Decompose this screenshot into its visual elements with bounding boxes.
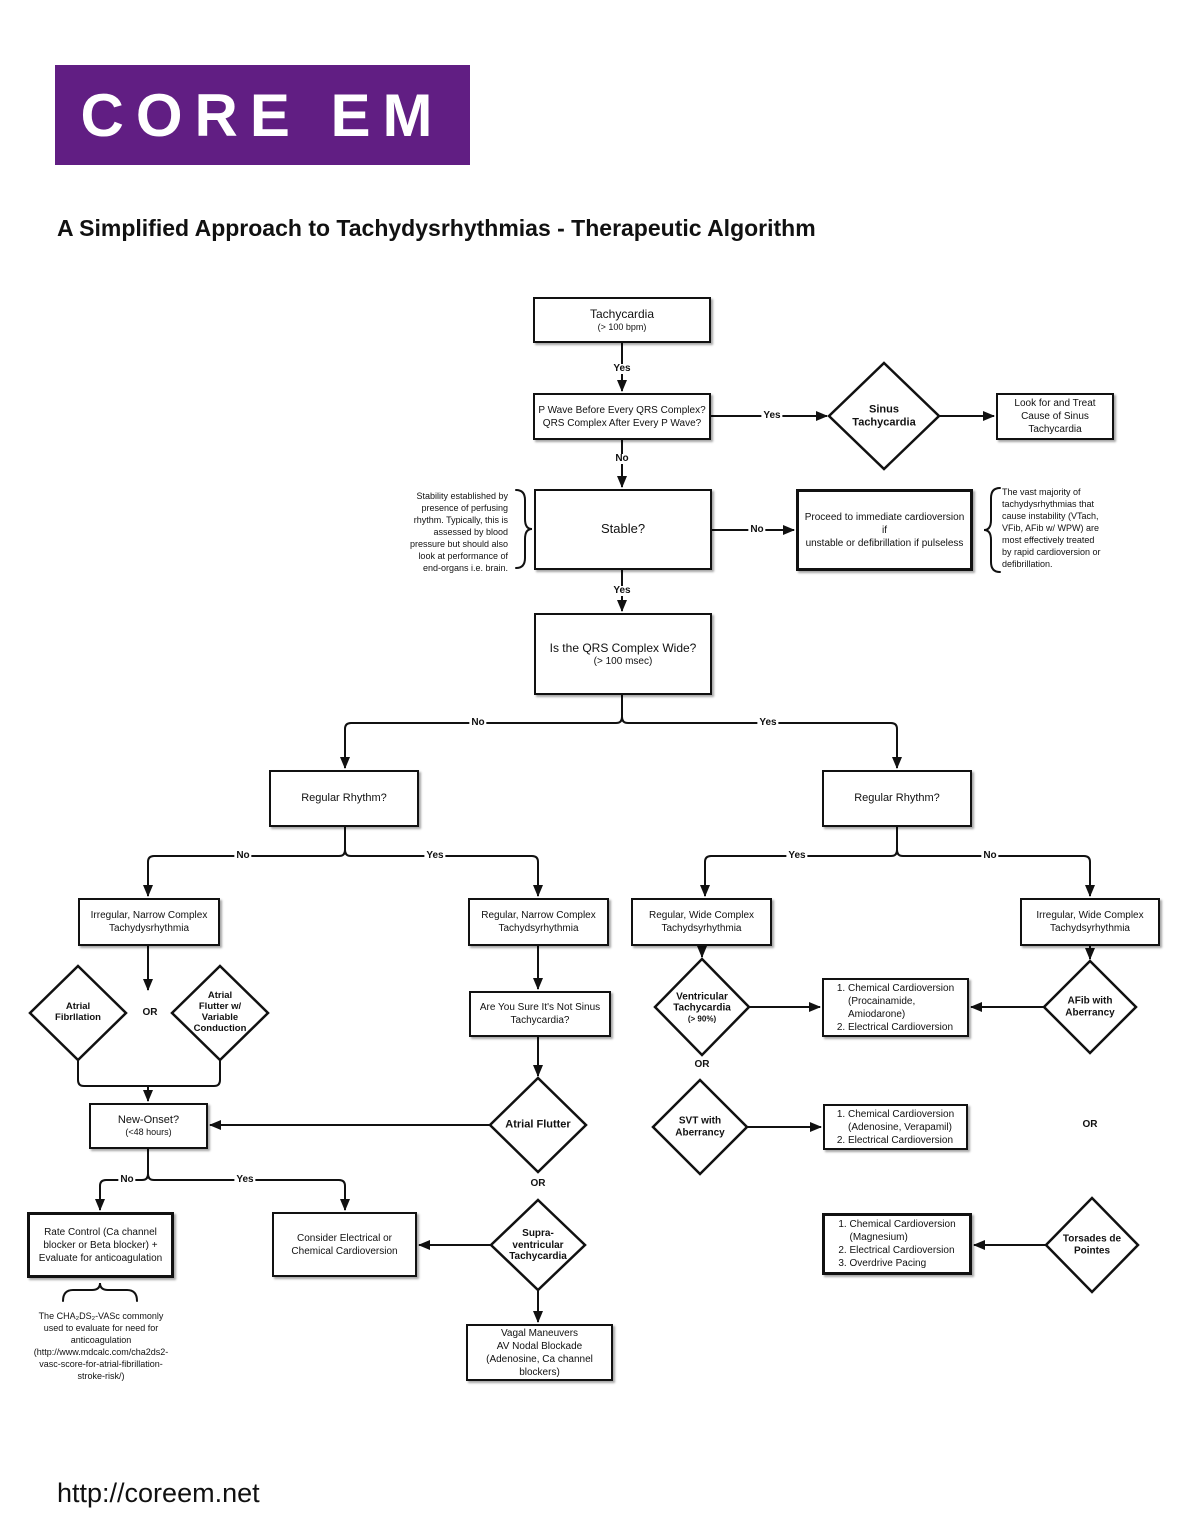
diamond-supraventricular-tachycardia: Supra- ventricular Tachycardia <box>509 1227 567 1262</box>
node-consider-cardioversion-text: Consider Electrical or Chemical Cardiove… <box>291 1232 398 1257</box>
node-proceed-cardioversion: Proceed to immediate cardioversion if un… <box>796 489 973 571</box>
node-stable-text: Stable? <box>600 521 646 537</box>
edge-label-no: No <box>118 1174 136 1185</box>
node-svt-treatment-text: 1. Chemical Cardioversion (Adenosine, Ve… <box>836 1108 955 1146</box>
edge-label-no: No <box>748 524 766 535</box>
edge-label-or: OR <box>1080 1119 1100 1130</box>
node-regular-narrow: Regular, Narrow Complex Tachydsyrhythmia <box>468 898 609 946</box>
footer-url: http://coreem.net <box>57 1478 260 1508</box>
node-pwave-text: P Wave Before Every QRS Complex? QRS Com… <box>538 404 706 429</box>
node-rate-control: Rate Control (Ca channel blocker or Beta… <box>27 1212 174 1278</box>
diamond-afib-aberrancy: AFib with Aberrancy <box>1065 995 1115 1019</box>
edge-label-no: No <box>234 850 252 861</box>
node-pwave-question: P Wave Before Every QRS Complex? QRS Com… <box>533 393 711 440</box>
node-regular-narrow-text: Regular, Narrow Complex Tachydsyrhythmia <box>481 910 596 934</box>
node-tachycardia-title: Tachycardia <box>589 307 655 322</box>
node-qrs-wide-sub: (> 100 msec) <box>593 655 653 667</box>
node-rate-control-text: Rate Control (Ca channel blocker or Beta… <box>38 1226 163 1264</box>
node-regular-wide-text: Regular, Wide Complex Tachydsyrhythmia <box>648 910 755 934</box>
node-torsades-treatment: 1. Chemical Cardioversion (Magnesium) 2.… <box>822 1213 972 1275</box>
node-regular-rhythm-left-text: Regular Rhythm? <box>301 792 387 805</box>
note-instability-majority: The vast majority of tachydysrhythmias t… <box>1002 487 1101 569</box>
node-qrs-wide: Is the QRS Complex Wide? (> 100 msec) <box>534 613 712 695</box>
edge-label-yes: Yes <box>611 585 633 596</box>
edge-label-no: No <box>469 717 487 728</box>
node-are-you-sure-text: Are You Sure It's Not Sinus Tachycardia? <box>479 1002 601 1026</box>
node-irregular-wide: Irregular, Wide Complex Tachydsyrhythmia <box>1020 898 1160 946</box>
diamond-atrial-flutter-variable: Atrial Flutter w/ Variable Conduction <box>193 990 247 1034</box>
node-torsades-treatment-text: 1. Chemical Cardioversion (Magnesium) 2.… <box>838 1219 956 1269</box>
core-em-logo: CORE EM <box>55 65 470 165</box>
edge-label-no: No <box>613 453 631 464</box>
edge-label-or: OR <box>692 1059 712 1070</box>
node-consider-cardioversion: Consider Electrical or Chemical Cardiove… <box>272 1212 417 1277</box>
edge-label-or: OR <box>528 1178 548 1189</box>
node-new-onset-title: New-Onset? <box>117 1113 180 1126</box>
node-vagal-maneuvers-text: Vagal Maneuvers AV Nodal Blockade (Adeno… <box>486 1327 593 1378</box>
page-title: A Simplified Approach to Tachydysrhythmi… <box>57 215 816 241</box>
diamond-sinus-tachycardia: Sinus Tachycardia <box>852 403 916 428</box>
node-tachycardia: Tachycardia (> 100 bpm) <box>533 297 711 343</box>
edge-label-yes: Yes <box>424 850 446 861</box>
logo-text: CORE EM <box>80 81 445 149</box>
node-new-onset-sub: (<48 hours) <box>125 1127 172 1138</box>
edge-label-yes: Yes <box>761 410 783 421</box>
edge-label-yes: Yes <box>234 1174 256 1185</box>
note-chads-vasc: The CHA₂DS₂-VASc commonly used to evalua… <box>33 1311 169 1381</box>
node-look-for-cause: Look for and Treat Cause of Sinus Tachyc… <box>996 393 1114 440</box>
note-stability: Stability established by presence of per… <box>409 491 508 573</box>
node-regular-rhythm-right-text: Regular Rhythm? <box>854 792 940 805</box>
edge-label-yes: Yes <box>786 850 808 861</box>
diamond-ventricular-tachycardia: Ventricular Tachycardia (> 90%) <box>652 979 752 1034</box>
node-proceed-text: Proceed to immediate cardioversion if un… <box>804 511 965 549</box>
edge-label-or: OR <box>140 1007 160 1018</box>
node-vt-treatment-text: 1. Chemical Cardioversion (Procainamide,… <box>836 982 955 1033</box>
node-stable: Stable? <box>534 489 712 570</box>
diamond-vt-title: Ventricular Tachycardia <box>673 990 731 1014</box>
node-are-you-sure: Are You Sure It's Not Sinus Tachycardia? <box>469 991 611 1037</box>
diamond-vt-sub: (> 90%) <box>687 1013 717 1023</box>
node-regular-rhythm-right: Regular Rhythm? <box>822 770 972 827</box>
edge-label-no: No <box>981 850 999 861</box>
node-irregular-wide-text: Irregular, Wide Complex Tachydsyrhythmia <box>1036 910 1144 934</box>
node-new-onset: New-Onset? (<48 hours) <box>89 1103 208 1149</box>
node-tachycardia-sub: (> 100 bpm) <box>597 322 647 333</box>
edge-label-yes: Yes <box>611 363 633 374</box>
node-qrs-wide-title: Is the QRS Complex Wide? <box>549 640 697 655</box>
edge-label-yes: Yes <box>757 717 779 728</box>
node-look-for-cause-text: Look for and Treat Cause of Sinus Tachyc… <box>1014 398 1096 435</box>
diamond-torsades-de-pointes: Torsades de Pointes <box>1062 1233 1122 1257</box>
node-vt-treatment: 1. Chemical Cardioversion (Procainamide,… <box>822 978 969 1037</box>
node-vagal-maneuvers: Vagal Maneuvers AV Nodal Blockade (Adeno… <box>466 1324 613 1381</box>
node-regular-rhythm-left: Regular Rhythm? <box>269 770 419 827</box>
node-svt-treatment: 1. Chemical Cardioversion (Adenosine, Ve… <box>823 1104 968 1150</box>
diamond-atrial-fibrillation: Atrial Fibrllation <box>55 1001 101 1023</box>
node-irregular-narrow: Irregular, Narrow Complex Tachydysrhythm… <box>78 898 220 946</box>
node-regular-wide: Regular, Wide Complex Tachydsyrhythmia <box>631 898 772 946</box>
diamond-atrial-flutter: Atrial Flutter <box>505 1118 571 1131</box>
diamond-svt-aberrancy: SVT with Aberrancy <box>675 1115 725 1139</box>
node-irregular-narrow-text: Irregular, Narrow Complex Tachydysrhythm… <box>90 910 208 934</box>
